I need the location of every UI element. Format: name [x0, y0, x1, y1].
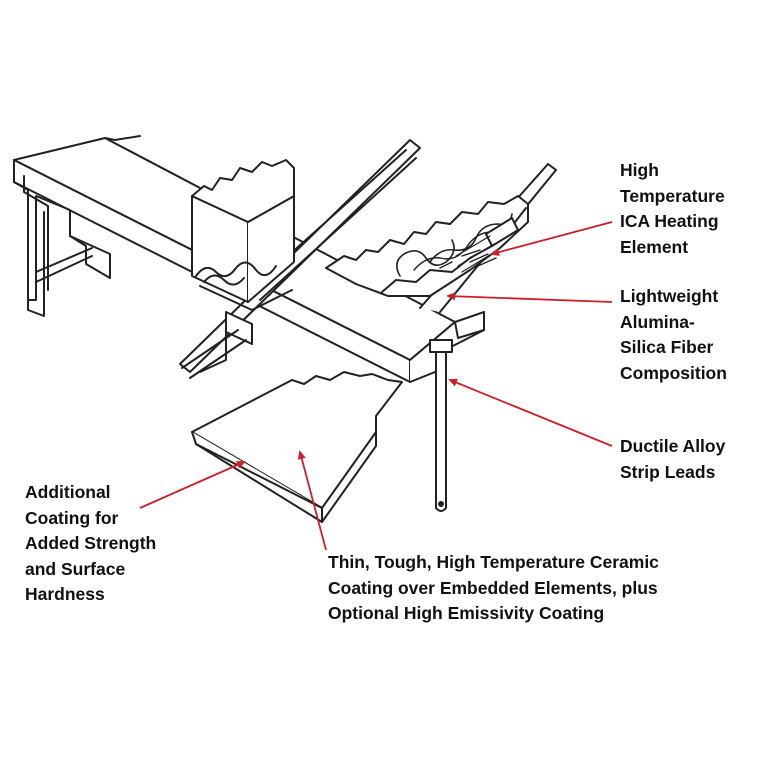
- label-line: Composition: [620, 362, 727, 383]
- label-additional-coating: Additional Coating for Added Strength an…: [25, 480, 156, 608]
- label-line: Thin, Tough, High Temperature Ceramic: [328, 552, 659, 572]
- label-line: Additional: [25, 482, 111, 502]
- front-strip: [181, 329, 247, 379]
- strip-lead: [435, 345, 447, 512]
- label-line: Strip Leads: [620, 461, 716, 482]
- element-cylinder: [485, 217, 519, 247]
- label-line: High: [620, 160, 659, 180]
- label-line: Element: [620, 236, 689, 257]
- arrow-heating-element: [490, 221, 613, 257]
- strip-lead-hole: [438, 501, 444, 507]
- arrow-fiber-composition: [446, 292, 613, 303]
- label-line: Silica Fiber: [620, 337, 714, 357]
- label-line: Optional High Emissivity Coating: [328, 603, 605, 623]
- arrow-additional-coating: [139, 461, 246, 509]
- label-line: Hardness: [25, 584, 105, 604]
- coated-panel-top: [191, 371, 403, 509]
- block-coils: [195, 261, 277, 286]
- label-line: Temperature: [620, 185, 725, 206]
- label-line: Lightweight: [620, 286, 719, 306]
- arrow-ceramic-coating: [297, 450, 327, 551]
- slab-top-edge: [104, 135, 141, 141]
- label-line: and Surface: [25, 558, 126, 579]
- arrow-strip-leads: [448, 378, 613, 447]
- block-top-torn: [191, 159, 295, 223]
- slab-left-end: [13, 181, 111, 301]
- support-rod: [35, 247, 93, 283]
- label-strip-leads: Ductile Alloy Strip Leads: [620, 434, 725, 485]
- label-line: Ductile Alloy: [620, 436, 726, 456]
- label-line: Alumina-: [620, 311, 695, 332]
- coated-panel-edge: [191, 431, 323, 523]
- left-leg: [27, 211, 45, 317]
- label-line: ICA Heating: [620, 211, 719, 231]
- slot-cutout: [225, 311, 253, 345]
- label-fiber-composition: Lightweight Alumina- Silica Fiber Compos…: [620, 284, 727, 386]
- label-line: Coating for: [25, 507, 119, 528]
- label-line: Coating over Embedded Elements, plus: [328, 577, 658, 598]
- label-heating-element: High Temperature ICA Heating Element: [620, 158, 725, 260]
- channel-outline: [325, 195, 529, 297]
- label-line: Added Strength: [25, 533, 157, 553]
- label-ceramic-coating: Thin, Tough, High Temperature Ceramic Co…: [328, 550, 659, 627]
